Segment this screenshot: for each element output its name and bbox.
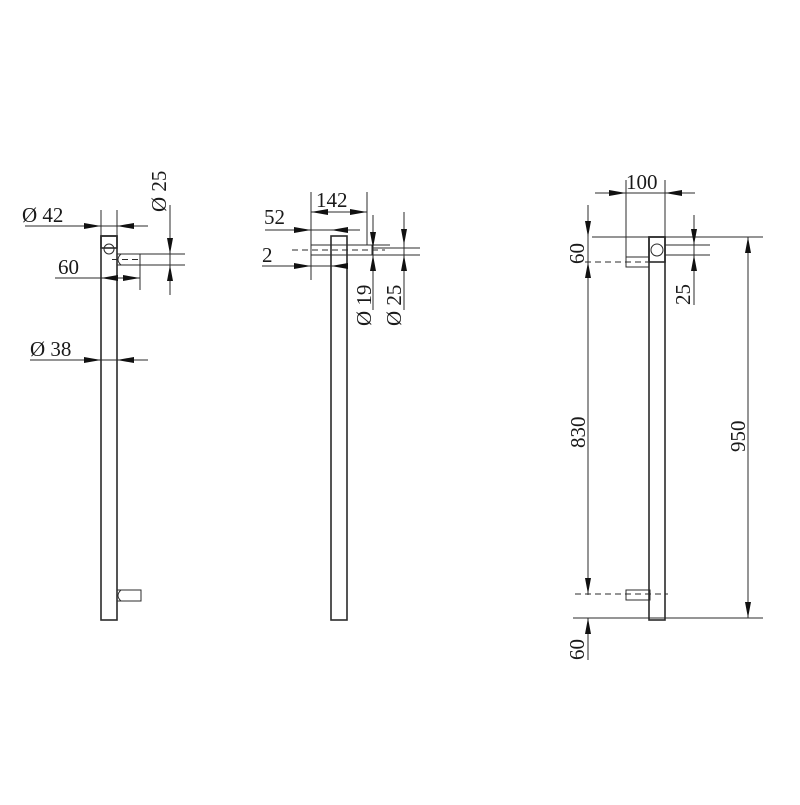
- dim-d38: Ø 38: [30, 337, 71, 361]
- top-cap: [100, 235, 118, 249]
- dim-d19: Ø 19: [352, 285, 376, 326]
- front-view: 142 52 2 Ø 19 Ø 25: [262, 188, 420, 621]
- dim-d42: Ø 42: [22, 203, 63, 227]
- mount-circle: [103, 243, 115, 255]
- dim-d60-side: 60: [58, 255, 79, 279]
- tube: [330, 235, 348, 621]
- dim-d100: 100: [626, 170, 658, 194]
- tube: [648, 236, 666, 621]
- dim-d2: 2: [262, 243, 273, 267]
- dim-d142: 142: [316, 188, 348, 212]
- dim-d60-top: 60: [565, 243, 589, 264]
- dim-d60-bottom: 60: [565, 639, 589, 660]
- dim-d25-front: Ø 25: [382, 285, 406, 326]
- bottom-bracket: [625, 589, 651, 601]
- dim-d830: 830: [566, 417, 590, 449]
- tube: [100, 235, 118, 621]
- dim-d950: 950: [726, 421, 750, 453]
- side-view: Ø 42 Ø 25 60 Ø 38: [22, 171, 185, 621]
- dim-d25-rear: 25: [671, 284, 695, 305]
- rear-view: 100 60 25 830 950 60: [565, 170, 763, 660]
- mount-circle: [650, 243, 664, 257]
- bottom-bracket: [116, 589, 142, 602]
- dim-d25-side: Ø 25: [147, 171, 171, 212]
- dim-d52: 52: [264, 205, 285, 229]
